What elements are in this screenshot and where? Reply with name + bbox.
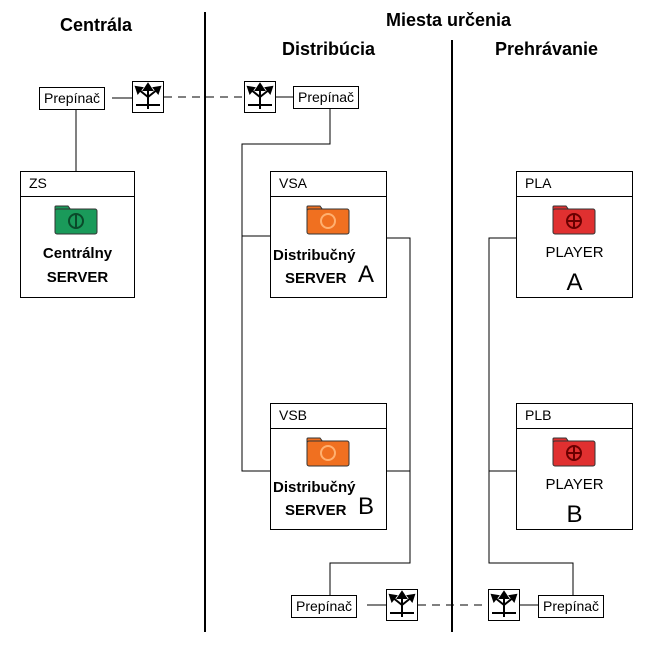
node-id: PLB [525, 407, 552, 423]
node-line2: SERVER [285, 270, 347, 287]
switch-centrala[interactable]: Prepínač [39, 87, 106, 110]
orange-folder-icon [306, 205, 350, 235]
node-id: VSB [279, 407, 308, 423]
node-line1: PLAYER [545, 476, 604, 493]
green-server-folder-icon [54, 205, 98, 235]
switch-distribucia-top[interactable]: Prepínač [293, 86, 360, 109]
node-pla[interactable]: PLA PLAYER A [516, 171, 633, 298]
red-player-folder-icon [552, 205, 596, 235]
node-letter: A [358, 261, 375, 288]
node-line1: Centrálny [42, 245, 113, 262]
switch-prehravanie[interactable]: Prepínač [538, 595, 605, 618]
node-vsa[interactable]: VSA Distribučný SERVER A [270, 171, 387, 298]
node-line2: SERVER [285, 502, 347, 519]
heading-distribucia: Distribúcia [282, 39, 376, 59]
node-line1: Distribučný [273, 247, 356, 264]
router-icon[interactable] [488, 589, 520, 621]
router-icon[interactable] [132, 81, 164, 113]
heading-centrala: Centrála [60, 15, 133, 35]
node-letter: B [566, 501, 583, 528]
node-line1: PLAYER [545, 244, 604, 261]
node-id: PLA [525, 175, 552, 191]
node-zs[interactable]: ZS Centrálny SERVER [20, 171, 135, 298]
heading-prehravanie: Prehrávanie [495, 39, 599, 59]
router-icon[interactable] [386, 589, 418, 621]
switch-distribucia-bottom[interactable]: Prepínač [291, 595, 358, 618]
node-line1: Distribučný [273, 479, 356, 496]
node-line2: SERVER [46, 269, 109, 286]
node-plb[interactable]: PLB PLAYER B [516, 403, 633, 530]
router-icon[interactable] [244, 81, 276, 113]
node-id: ZS [29, 175, 47, 191]
heading-miesta-urcenia: Miesta určenia [386, 10, 512, 30]
orange-folder-icon [306, 437, 350, 467]
red-player-folder-icon [552, 437, 596, 467]
node-letter: A [566, 269, 583, 296]
node-vsb[interactable]: VSB Distribučný SERVER B [270, 403, 387, 530]
node-letter: B [358, 493, 375, 520]
node-id: VSA [279, 175, 308, 191]
